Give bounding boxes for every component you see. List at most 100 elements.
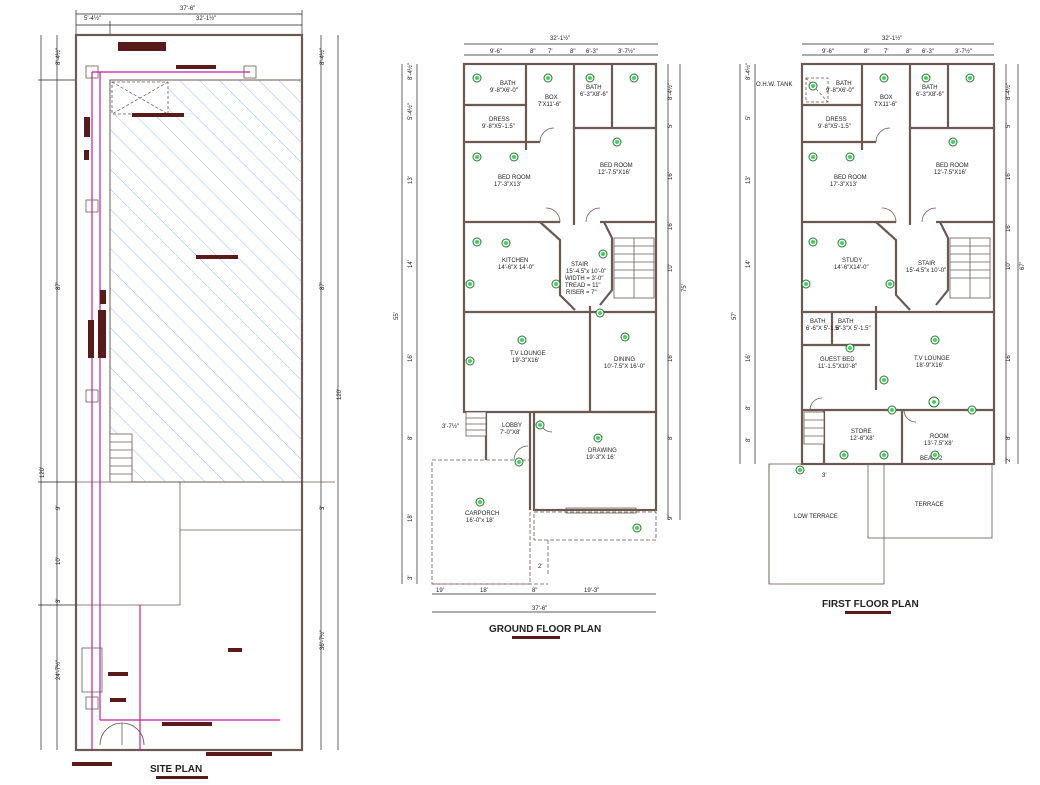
gf-top-seg-6: 3'-7½" xyxy=(618,48,635,55)
ff-room-bath-1: BATH xyxy=(836,81,852,87)
ff-room-dress-size: 9'-8"X5'-1.5" xyxy=(818,124,851,130)
ff-top-seg-6: 3'-7½" xyxy=(955,48,972,55)
gf-left-seg-5: 16' xyxy=(408,354,414,362)
gf-room-bath-2-size: 6'-3"X8'-6" xyxy=(580,92,608,98)
gf-right-seg-6: 16' xyxy=(668,354,674,362)
gf-bottom-seg-1: 19' xyxy=(436,588,444,594)
gf-room-dress-size: 9'-8"X5'-1.5" xyxy=(482,124,515,130)
ff-top-seg-2: 8" xyxy=(864,49,869,55)
gf-right-seg-7: 8' xyxy=(668,436,674,440)
ff-right-seg-5: 10' xyxy=(1006,262,1012,270)
ff-right-seg-7: 8' xyxy=(1006,436,1012,440)
gf-left-total-dim: 55' xyxy=(394,312,400,320)
site-left-3-dim: 3' xyxy=(56,599,62,603)
ff-room-guest-bed: GUEST BED xyxy=(820,357,855,363)
ff-beam-label: BEAM-2 xyxy=(920,456,943,462)
site-left-9-dim: 9' xyxy=(56,506,62,510)
gf-bottom-seg-4: 19'-3" xyxy=(584,588,599,594)
gf-room-lobby: LOBBY xyxy=(502,423,522,429)
ff-room-store: STORE xyxy=(851,429,872,435)
gf-right-seg-3: 16' xyxy=(668,172,674,180)
ff-right-seg-8: 2' xyxy=(1006,458,1012,462)
gf-lobby-dim: 3'-7½" xyxy=(442,423,459,430)
site-top-total-dim: 37'-6" xyxy=(180,6,195,12)
ff-top-seg-3: 7' xyxy=(884,49,888,55)
site-plan-title: SITE PLAN xyxy=(150,764,202,775)
gf-left-seg-4: 14' xyxy=(408,260,414,268)
ff-room-box-size: 7'X11'-6" xyxy=(874,102,897,108)
site-right-bottom-dim: 36'-7½" xyxy=(319,630,326,650)
gf-right-total-dim: 75' xyxy=(682,284,688,292)
gf-room-kitchen: KITCHEN xyxy=(502,258,528,264)
ff-right-seg-6: 16' xyxy=(1006,354,1012,362)
gf-room-lobby-size: 7'-0"X8' xyxy=(500,430,520,436)
ff-terrace: TERRACE xyxy=(915,502,944,508)
gf-room-bath-1-size: 9'-8"X6'-0" xyxy=(490,88,518,94)
gf-stair-tread: TREAD = 11" xyxy=(565,283,601,289)
ff-room-bath-4: BATH xyxy=(838,319,854,325)
gf-stair-riser: RISER = 7" xyxy=(566,290,597,296)
gf-room-bedroom-2: BED ROOM xyxy=(600,163,633,169)
gf-right-seg-5: 10' xyxy=(668,264,674,272)
ff-room-bedroom-2-size: 12'-7.5"X16' xyxy=(934,170,966,176)
ff-left-seg-1: 8'-4½" xyxy=(745,63,752,80)
ff-top-seg-5: 6'-3" xyxy=(922,49,934,55)
ff-room-bath-2-size: 6'-3"X8'-6" xyxy=(916,92,944,98)
gf-room-dining: DINING xyxy=(614,357,635,363)
gf-light-fixtures xyxy=(465,73,642,533)
gf-stair-width: WIDTH = 3'-0" xyxy=(565,276,603,282)
ff-room-study: STUDY xyxy=(842,258,862,264)
ff-room-bedroom-1: BED ROOM xyxy=(834,175,867,181)
gf-top-seg-4: 8" xyxy=(570,49,575,55)
gf-top-seg-3: 7' xyxy=(548,49,552,55)
gf-plan-title: GROUND FLOOR PLAN xyxy=(489,624,601,635)
site-top-left-dim: 5'-4½" xyxy=(84,15,101,22)
gf-right-seg-2: 5' xyxy=(668,124,674,128)
ff-room-bath-1-size: 9'-8"X6'-0" xyxy=(826,88,854,94)
gf-room-carporch: CARPORCH xyxy=(465,511,499,517)
ff-room-guest-bed-size: 11'-1.5"X10'-8" xyxy=(818,364,857,370)
site-top-right-dim: 32'-1½" xyxy=(196,15,216,22)
gf-room-box-size: 7'X11'-6" xyxy=(538,102,561,108)
gf-left-seg-6: 8' xyxy=(408,436,414,440)
ff-top-seg-4: 8" xyxy=(906,49,911,55)
gf-room-bath-1: BATH xyxy=(500,81,516,87)
ff-room-room: ROOM xyxy=(930,434,949,440)
ff-room-store-size: 12'-6"X8' xyxy=(850,436,874,442)
gf-room-dress: DRESS xyxy=(489,117,510,123)
site-right-total-dim: 120' xyxy=(337,389,343,400)
ff-room-study-size: 14'-6"X14'-0" xyxy=(834,265,869,271)
ff-room-stair: STAIR xyxy=(918,261,936,267)
gf-room-bath-2: BATH xyxy=(586,85,602,91)
site-left-top-dim: 8'-4½" xyxy=(55,48,62,65)
ff-room-bedroom-1-size: 17'-3"X13' xyxy=(830,182,857,188)
ff-light-fixtures xyxy=(795,73,977,475)
ff-right-seg-3: 16' xyxy=(1006,172,1012,180)
gf-room-stair-size: 15'-4.5"x 10'-0" xyxy=(566,269,606,275)
gf-left-seg-8: 3' xyxy=(408,576,414,580)
ff-small-dim: 3' xyxy=(822,473,826,479)
gf-left-seg-1: 8'-4½" xyxy=(407,63,414,80)
ff-left-seg-3: 13' xyxy=(746,176,752,184)
gf-left-seg-7: 18' xyxy=(408,514,414,522)
site-right-main-dim: 87' xyxy=(320,282,326,290)
gf-room-kitchen-size: 14'-6"X 14'-0" xyxy=(498,265,534,271)
gf-room-bedroom-2-size: 12'-7.5"X16' xyxy=(598,170,630,176)
ff-low-terrace: LOW TERRACE xyxy=(794,514,838,520)
ff-top-seg-1: 9'-6" xyxy=(822,49,834,55)
ff-room-box: BOX xyxy=(880,95,893,101)
gf-top-seg-1: 9'-6" xyxy=(490,49,502,55)
gf-top-seg-5: 6'-3" xyxy=(586,49,598,55)
ff-top-total-dim: 32'-1½" xyxy=(882,35,902,42)
ff-room-dress: DRESS xyxy=(826,117,847,123)
ff-right-seg-1: 8'-4½" xyxy=(1005,83,1012,100)
gf-room-box: BOX xyxy=(545,95,558,101)
gf-bottom-seg-2: 18' xyxy=(480,588,488,594)
gf-top-total-dim: 32'-1½" xyxy=(550,35,570,42)
gf-left-seg-2: 5'-4½" xyxy=(407,103,414,120)
site-left-main-dim: 87' xyxy=(56,282,62,290)
gf-room-tv-lounge: T.V LOUNGE xyxy=(510,351,546,357)
gf-room-drawing-size: 19'-3"X 16' xyxy=(586,455,615,461)
gf-top-seg-2: 8" xyxy=(530,49,535,55)
ff-left-total-dim: 57' xyxy=(732,312,738,320)
